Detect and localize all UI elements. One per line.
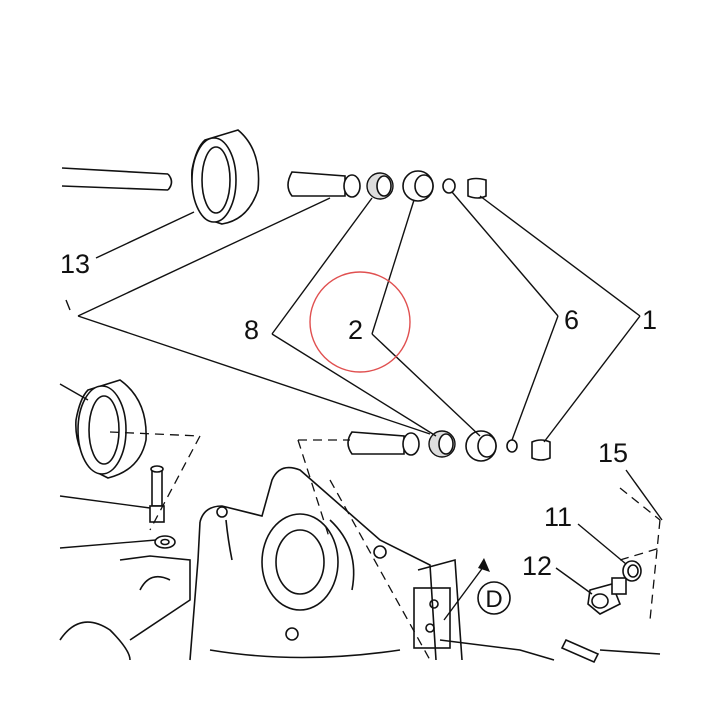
washer-6-lower (506, 439, 518, 453)
drain-plug-12 (587, 577, 627, 615)
callout-8: 8 (244, 315, 259, 345)
cap-1-lower (531, 439, 551, 461)
seal-ring-13-upper (191, 129, 260, 225)
spring-seat-2-lower (465, 430, 497, 462)
seal-8-upper (366, 172, 394, 200)
callout-13: 13 (60, 249, 90, 279)
stud-bolt (149, 465, 165, 523)
cap-1-upper (467, 177, 487, 199)
seal-ring-11 (622, 560, 642, 582)
cylinder-head-body (59, 466, 661, 661)
callout-6: 6 (564, 305, 579, 335)
callout-12: 12 (522, 551, 552, 581)
spring-seat-2-upper (402, 170, 434, 202)
highlight-circle (309, 271, 411, 373)
washer-6-upper (442, 178, 456, 194)
callout-11: 11 (544, 502, 572, 532)
seal-8-lower (428, 430, 456, 458)
seal-ring-13-lower (75, 379, 147, 479)
view-arrow (443, 558, 490, 621)
view-d-label: D (485, 586, 502, 613)
callout-15: 15 (598, 438, 628, 468)
view-d-marker: D (477, 581, 511, 615)
leader-lines (59, 191, 663, 595)
callout-2: 2 (348, 315, 363, 345)
callout-1: 1 (642, 305, 657, 335)
dashed-centrelines (109, 431, 661, 661)
shaft-upper (61, 167, 173, 191)
valve-guide-upper (287, 171, 361, 198)
pin-part (560, 638, 600, 664)
washer-left (154, 535, 176, 549)
valve-guide-lower (347, 431, 420, 456)
